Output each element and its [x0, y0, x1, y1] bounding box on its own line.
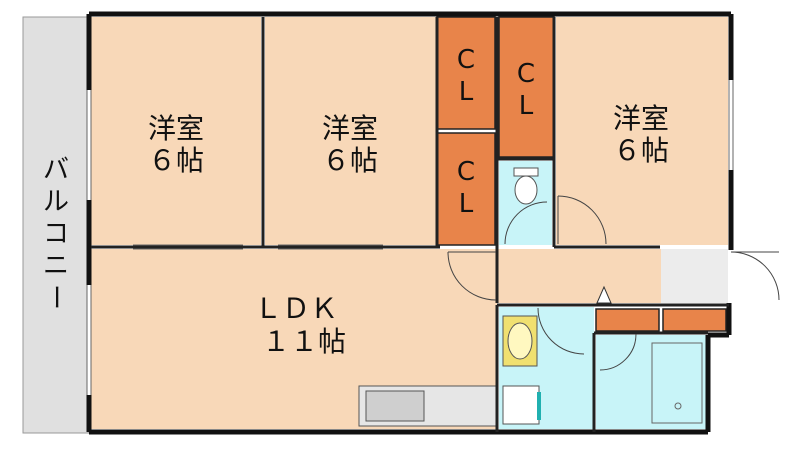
balcony-label-4: ニ — [43, 251, 69, 281]
door-swings — [447, 195, 780, 371]
closet2-top: C — [457, 157, 475, 187]
sliding-doors — [133, 244, 383, 250]
shoe-cabinet-2 — [662, 308, 727, 332]
balcony-label-3: コ — [43, 219, 69, 249]
closet3-bottom: L — [519, 91, 534, 121]
balcony — [22, 16, 90, 434]
western2-size: ６帖 — [322, 144, 378, 177]
interior-walls — [91, 17, 729, 432]
balcony-label-1: バ — [43, 155, 69, 185]
western1-size: ６帖 — [148, 144, 204, 177]
balcony-label-5: ー — [40, 284, 70, 310]
room-western-1 — [91, 17, 261, 245]
shoe-cabinet-1 — [595, 308, 660, 332]
closet-3 — [498, 16, 555, 158]
closet3-top: C — [517, 59, 535, 89]
closet1-bottom: L — [459, 77, 474, 107]
windows — [86, 80, 734, 395]
toilet-icon — [513, 167, 539, 205]
sink-icon — [502, 315, 538, 367]
kitchen-sink — [365, 390, 425, 422]
drain-icon — [674, 402, 682, 410]
room-western-2 — [265, 17, 437, 245]
western3-name: 洋室 — [613, 102, 669, 135]
western2-name: 洋室 — [322, 112, 378, 145]
hallway — [497, 249, 661, 303]
ldk-name: ＬＤＫ — [254, 292, 338, 325]
western3-size: ６帖 — [613, 134, 669, 167]
closet-2 — [436, 132, 496, 246]
western1-name: 洋室 — [148, 112, 204, 145]
entrance — [661, 249, 728, 303]
bathtub — [651, 342, 703, 424]
washing-machine-space — [502, 385, 540, 425]
closet1-top: C — [457, 45, 475, 75]
entrance-arrow-icon — [596, 285, 612, 304]
washing-machine-accent — [537, 392, 541, 420]
room-western-3 — [556, 17, 728, 245]
ldk-size: １１帖 — [262, 325, 346, 358]
balcony-label-2: ル — [43, 187, 69, 217]
closet2-bottom: L — [459, 189, 474, 219]
closet-1 — [436, 16, 496, 130]
